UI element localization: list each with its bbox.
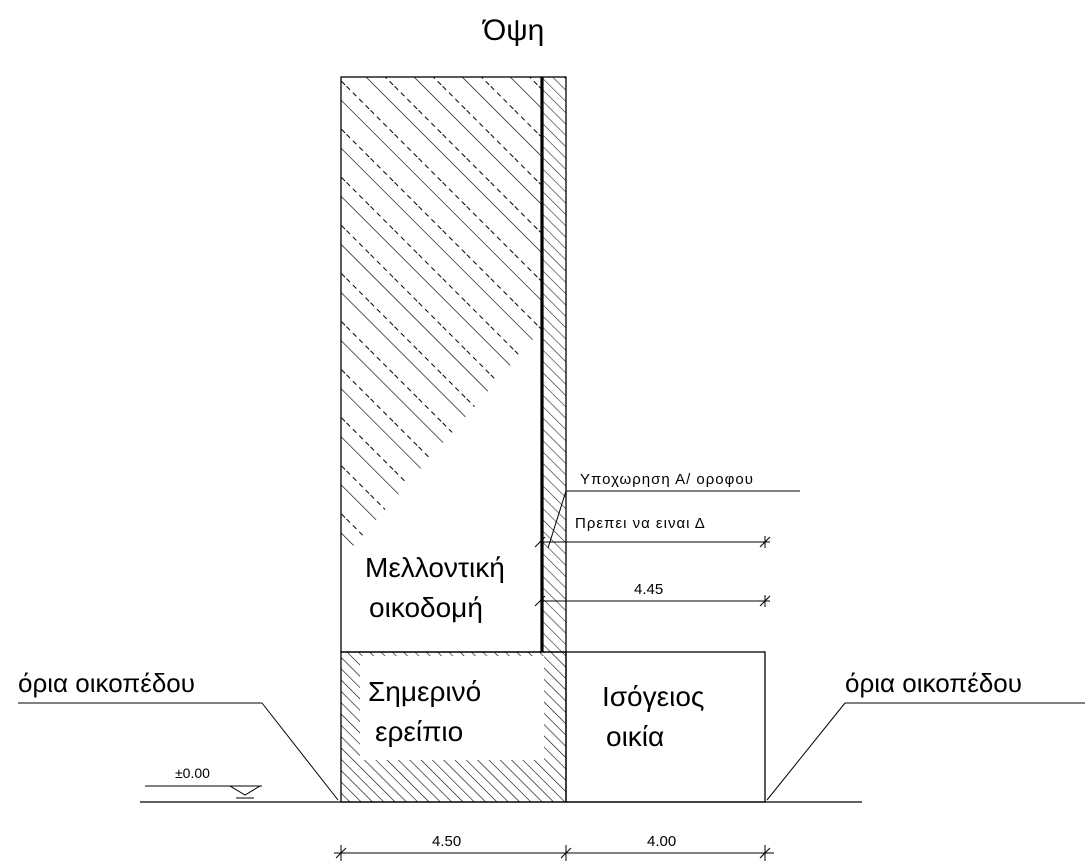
elevation-label: ±0.00	[175, 765, 210, 781]
ruin-label-line1: Σημερινό	[368, 676, 481, 707]
future-building-label-line2: οικοδομή	[369, 592, 483, 623]
setback-dim-label: 4.45	[634, 581, 663, 598]
plot-limit-right-leader	[766, 702, 846, 801]
plot-limit-right-label: όρια οικοπέδου	[845, 668, 1022, 698]
must-be-note-label: Πρεπει να ειναι Δ	[575, 515, 706, 532]
must-be-dim-tick-left	[534, 536, 546, 548]
ground-house-label-line1: Ισόγειος	[602, 681, 704, 712]
ground-house-outline	[565, 651, 766, 803]
dim-house-width-label: 4.00	[647, 833, 676, 850]
setback-dim-tick-left	[534, 595, 546, 607]
dim-ruin-width-label: 4.50	[432, 833, 461, 850]
setback-note-leader	[547, 490, 567, 549]
elevation-triangle-icon	[228, 785, 262, 796]
setback-note-label: Υποχωρηση Α/ οροφου	[580, 471, 754, 488]
plot-limit-left-leader	[261, 702, 339, 801]
wall-strip-hatch	[543, 77, 566, 652]
drawing-title: Όψη	[481, 14, 544, 47]
future-building-label-line1: Μελλοντική	[365, 552, 505, 583]
ruin-inner-clear	[360, 656, 544, 760]
ground-house-label-line2: οικία	[606, 721, 664, 752]
ruin-label-line2: ερείπιο	[375, 716, 463, 747]
plot-limit-left-label: όρια οικοπέδου	[18, 668, 195, 698]
